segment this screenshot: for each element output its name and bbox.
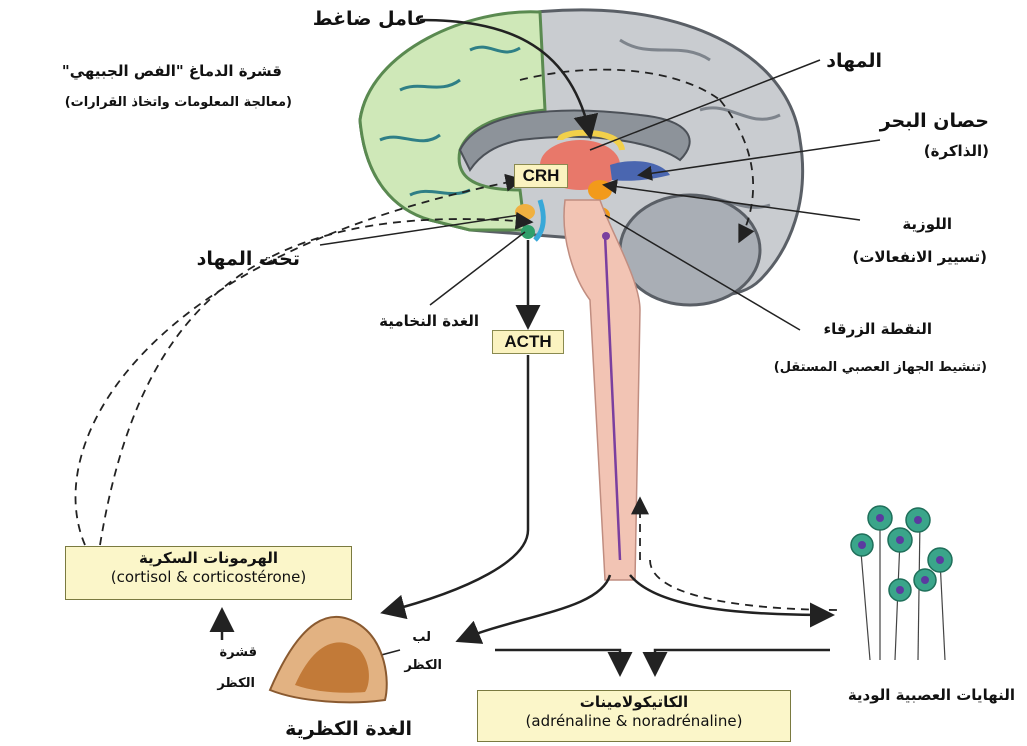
stressor-label: عامل ضاغط [313,8,427,30]
amygdala-label: اللوزية [902,215,952,233]
catecholamines-arabic: الكاتيكولامينات [478,693,790,712]
adrenal-gland-label: الغدة الكظرية [285,718,412,740]
adrenal-medulla-label-1: لب [412,630,431,645]
crh-tag: CRH [514,164,568,188]
hypothalamus-shape [515,204,535,220]
cerebellum [620,195,760,305]
corticoids-arabic: الهرمونات السكرية [66,549,351,568]
amygdala-shape [588,180,612,200]
amygdala-note: (تسيير الانفعالات) [853,248,988,266]
pituitary-shape [521,225,535,239]
adrenal-medulla-label-2: الكظر [404,658,442,673]
thalamus-label: المهاد [826,50,882,72]
corticoids-box: الهرمونات السكرية (cortisol & corticosté… [65,546,352,600]
adrenal-cortex-label-1: قشرة [219,645,257,660]
pituitary-label: الغدة النخامية [379,312,479,330]
locus-label: النقطة الزرقاء [824,320,933,338]
cortex-note: (معالجة المعلومات واتخاذ القرارات) [65,95,292,110]
hippocampus-label: حصان البحر [880,110,989,132]
cortex-label: قشرة الدماغ "الفص الجبيهي" [62,62,282,80]
corticoids-french: (cortisol & corticostérone) [66,568,351,587]
acth-tag: ACTH [492,330,564,354]
locus-note: (تنشيط الجهاز العصبي المستقل) [774,360,987,375]
nerve-endings-shape [851,506,952,660]
hypothalamus-label: تحت المهاد [197,248,300,270]
catecholamines-french: (adrénaline & noradrénaline) [478,712,790,731]
nerve-endings-label: النهايات العصبية الودية [848,686,1015,704]
catecholamines-box: الكاتيكولامينات (adrénaline & noradrénal… [477,690,791,742]
hippocampus-note: (الذاكرة) [924,142,989,160]
adrenal-cortex-label-2: الكظر [217,676,255,691]
